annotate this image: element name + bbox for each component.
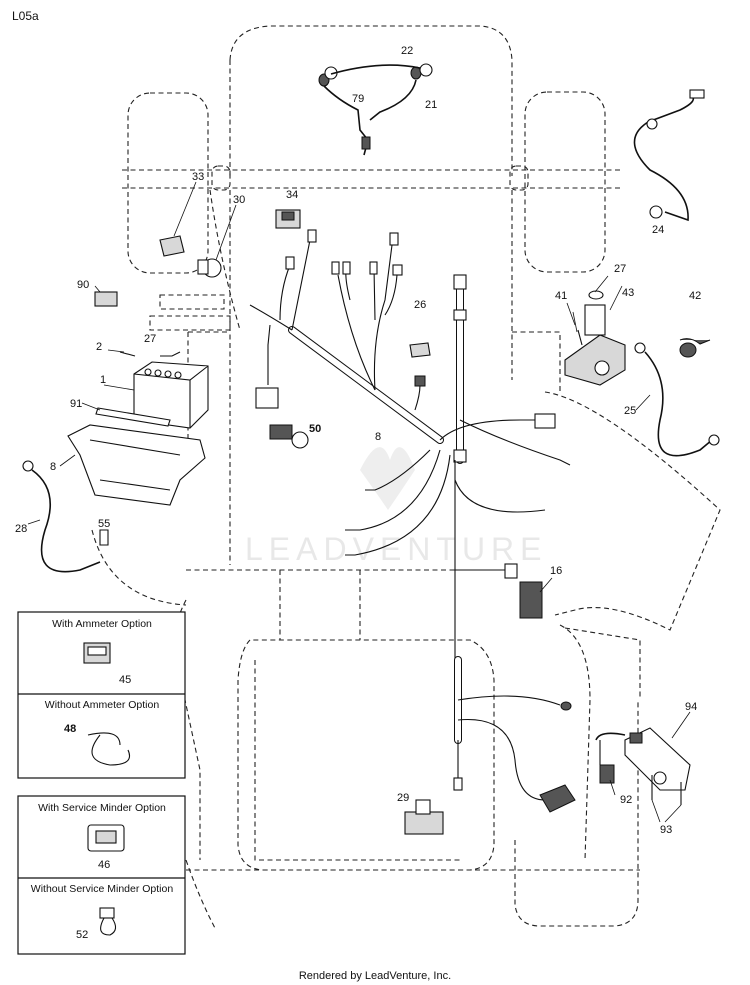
with-service-minder-title: With Service Minder Option xyxy=(38,802,166,814)
callout-43: 43 xyxy=(622,287,634,299)
bolt-55 xyxy=(99,529,109,546)
callout-41: 41 xyxy=(555,290,567,302)
switch-16 xyxy=(519,581,543,619)
watermark-logo: LEADVENTURE xyxy=(245,447,548,567)
callout-29: 29 xyxy=(397,792,409,804)
callout-50: 50 xyxy=(309,423,321,435)
battery-strap xyxy=(95,407,171,427)
callout-93: 93 xyxy=(660,824,672,836)
callout-16: 16 xyxy=(550,565,562,577)
jumper-wire-48 xyxy=(87,732,131,766)
callout-91: 91 xyxy=(70,398,82,410)
battery-tray xyxy=(67,424,206,506)
callout-1: 1 xyxy=(100,374,106,386)
module-94 xyxy=(624,727,691,791)
callout-22: 22 xyxy=(401,45,413,57)
callout-90: 90 xyxy=(77,279,89,291)
watermark-text: LEADVENTURE xyxy=(245,531,548,567)
ground-cable xyxy=(22,460,34,472)
without-ammeter-title: Without Ammeter Option xyxy=(45,699,160,711)
headlight-harness xyxy=(318,63,433,156)
callout-46: 46 xyxy=(98,859,110,871)
with-ammeter-title: With Ammeter Option xyxy=(52,618,152,630)
callout-42: 42 xyxy=(689,290,701,302)
fuse-part xyxy=(159,235,185,257)
switch-50 xyxy=(269,424,293,440)
battery-bolts xyxy=(119,351,181,357)
callout-8: 8 xyxy=(50,461,56,473)
callout-26: 26 xyxy=(414,299,426,311)
starter-solenoid xyxy=(564,290,626,386)
relay-part xyxy=(94,291,118,307)
page-code: L05a xyxy=(12,9,39,23)
callout-33: 33 xyxy=(192,171,204,183)
terminal-boot xyxy=(679,338,711,345)
callout-48: 48 xyxy=(64,723,76,735)
callout-45: 45 xyxy=(119,674,131,686)
callout-30: 30 xyxy=(233,194,245,206)
callout-34: 34 xyxy=(286,189,298,201)
battery-cable-24 xyxy=(633,94,695,222)
main-wire-harness: 8 xyxy=(249,229,572,801)
callout-55: 55 xyxy=(98,518,110,530)
jumper-plug-52 xyxy=(99,907,115,919)
footer-credit: Rendered by LeadVenture, Inc. xyxy=(299,970,451,982)
callout-79: 79 xyxy=(352,93,364,105)
screws-93 xyxy=(651,775,682,805)
callout-27-left: 27 xyxy=(144,333,156,345)
fuse-26 xyxy=(409,342,431,358)
without-service-minder-title: Without Service Minder Option xyxy=(31,883,174,895)
callout-28: 28 xyxy=(15,523,27,535)
callout-27-right: 27 xyxy=(614,263,626,275)
connector-plug xyxy=(539,784,576,813)
battery xyxy=(133,361,209,429)
callout-94: 94 xyxy=(685,701,697,713)
callout-labels: 22 79 21 33 30 34 24 27 41 43 42 90 26 2… xyxy=(15,45,701,836)
callout-52: 52 xyxy=(76,929,88,941)
ammeter-option-box: With Ammeter Option 45 Without Ammeter O… xyxy=(17,611,186,779)
callout-92: 92 xyxy=(620,794,632,806)
cable-25 xyxy=(634,342,646,354)
service-minder-option-box: With Service Minder Option 46 Without Se… xyxy=(17,795,186,955)
harness-92 xyxy=(595,732,626,741)
callout-2: 2 xyxy=(96,341,102,353)
callout-25: 25 xyxy=(624,405,636,417)
callout-21: 21 xyxy=(425,99,437,111)
callout-24: 24 xyxy=(652,224,664,236)
callout-40: 8 xyxy=(375,431,381,443)
switch-29 xyxy=(404,811,444,835)
